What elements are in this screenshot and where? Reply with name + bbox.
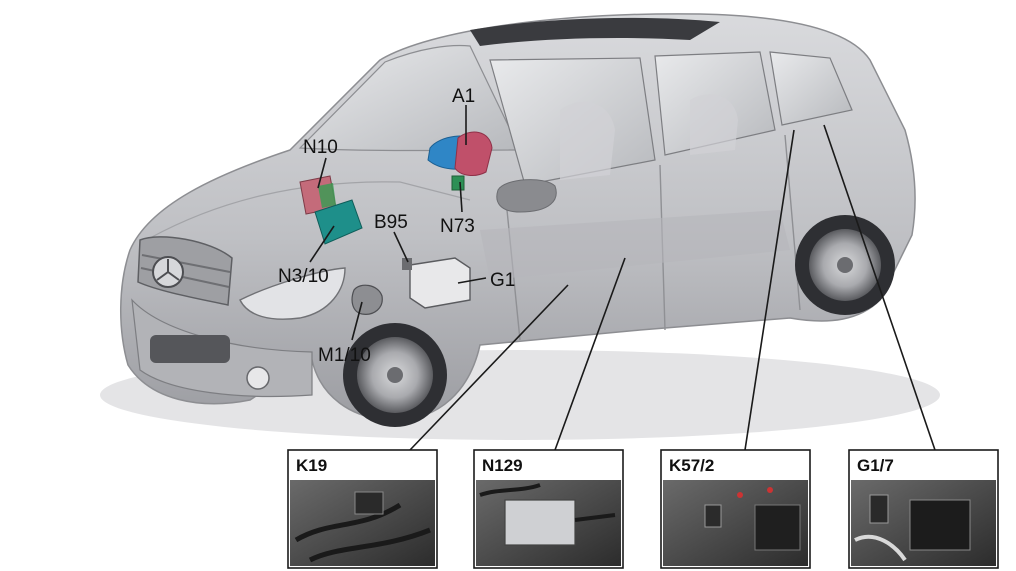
windshield — [298, 44, 521, 152]
headlight — [239, 267, 346, 320]
front-grille — [137, 236, 233, 306]
panel-title-g1-7: G1/7 — [857, 456, 894, 475]
callout-labels: A1 N10 B95 N73 N3/10 G1 M1/10 — [278, 86, 515, 366]
detail-panels: K19 N129 K57/2 G1/7 — [287, 449, 999, 569]
side-mirror — [496, 179, 557, 213]
component-b95-sensor — [402, 258, 412, 270]
callout-n73: N73 — [440, 216, 475, 237]
lower-grille — [150, 335, 230, 363]
highlighted-components — [299, 131, 493, 315]
detail-panel-k57-2: K57/2 — [660, 449, 811, 569]
component-n3-10 — [314, 199, 363, 245]
panel-title-n129: N129 — [482, 456, 523, 475]
fog-light — [246, 366, 270, 390]
component-n73 — [451, 175, 465, 191]
callout-a1: A1 — [452, 86, 475, 107]
car-illustration — [119, 13, 916, 427]
leader-lines — [309, 105, 936, 451]
interior-seat — [560, 101, 615, 180]
callout-b95: B95 — [374, 212, 408, 233]
callout-n3-10: N3/10 — [278, 266, 329, 287]
detail-panel-k19: K19 — [287, 449, 438, 569]
panel-title-k19: K19 — [296, 456, 327, 475]
component-m1-10 — [351, 284, 383, 315]
component-n10-green — [318, 183, 336, 208]
rear-quarter-window — [769, 51, 853, 126]
callout-n10: N10 — [303, 137, 338, 158]
detail-panel-g1-7: G1/7 — [848, 449, 999, 569]
callout-m1-10: M1/10 — [318, 345, 371, 366]
floor-structure — [480, 210, 790, 280]
panel-title-k57-2: K57/2 — [669, 456, 714, 475]
front-wheel — [343, 323, 447, 427]
hood-line — [149, 181, 471, 239]
interior-seat — [690, 94, 738, 155]
callout-g1: G1 — [490, 270, 515, 291]
rear-wheel — [795, 215, 895, 315]
sunroof — [470, 17, 720, 46]
component-a1-red — [454, 131, 493, 176]
component-g1-battery — [409, 257, 471, 309]
detail-panel-n129: N129 — [473, 449, 624, 569]
